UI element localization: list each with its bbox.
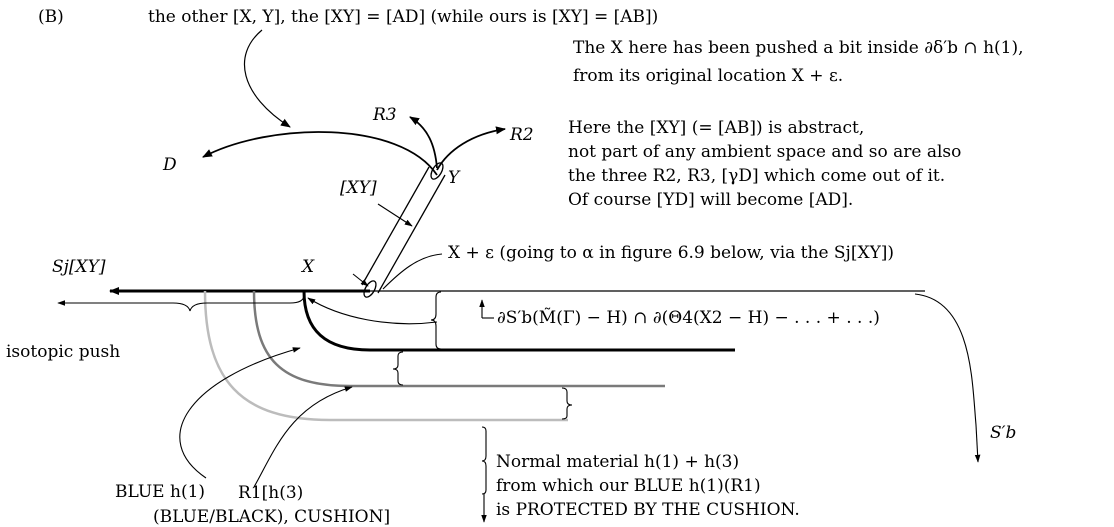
label-isotopic-push: isotopic push [6,342,120,362]
header-curved-arrow [243,29,291,128]
brace-3 [561,387,573,420]
label-y: Y [448,168,461,188]
blue-h1-pointer [179,347,301,479]
mid-gray-curve [252,290,665,388]
label-blue-h1: BLUE h(1) [115,482,205,502]
tube-top-cap [430,162,444,180]
note-abstract-line2: not part of any ambient space and so are… [568,142,961,162]
sb-arrow [974,424,981,463]
tube-left-wall [361,166,430,286]
label-r1-line1: R1[h(3) [238,483,303,503]
r1-pointer [253,386,353,488]
sb-brace [914,293,977,426]
brace-to-black-arrow [307,297,438,325]
light-gray-curve [203,290,568,422]
label-x: X [300,257,315,277]
x-pointer-arrow [352,273,369,287]
label-sj: Sj[XY] [52,257,106,277]
header-line: the other [X, Y], the [XY] = [AD] (while… [148,7,658,27]
label-boundary-formula: ∂S′b(M̃(Γ) − H) ∩ ∂(Θ4(X2 − H) − . . . +… [497,308,880,328]
normal-brace [481,426,487,495]
label-normal-line3: is PROTECTED BY THE CUSHION. [496,500,800,520]
note-abstract-line3: the three R2, R3, [γD] which come out of… [568,166,945,186]
arc-y-to-d [202,131,438,176]
r2-arrow [436,126,506,171]
note-abstract-line4: Of course [YD] will become [AD]. [568,190,853,210]
label-d: D [162,155,177,175]
note-pushed-line2: from its original location X + ε. [573,66,843,86]
label-r2: R2 [509,125,534,145]
x-eps-pointer [382,253,443,290]
label-x-eps: X + ε (going to α in figure 6.9 below, v… [448,243,894,263]
tube-right-wall [377,174,446,294]
note-pushed-line1: The X here has been pushed a bit inside … [573,38,1024,58]
label-r1-line2: (BLUE/BLACK), CUSHION] [153,507,390,527]
black-curve [302,290,735,352]
isotopic-push-brace [78,294,305,312]
brace-2 [392,351,404,386]
label-sb: S′b [990,423,1016,443]
r3-arrow [409,116,438,169]
label-r3: R3 [372,105,397,125]
label-xy: [XY] [340,178,377,198]
xy-label-arrow [377,203,413,227]
label-normal-line2: from which our BLUE h(1)(R1) [496,476,761,496]
note-abstract-line1: Here the [XY] (= [AB]) is abstract, [568,118,864,138]
brace-1 [430,291,442,350]
panel-label: (B) [38,7,64,27]
label-normal-line1: Normal material h(1) + h(3) [496,452,739,472]
